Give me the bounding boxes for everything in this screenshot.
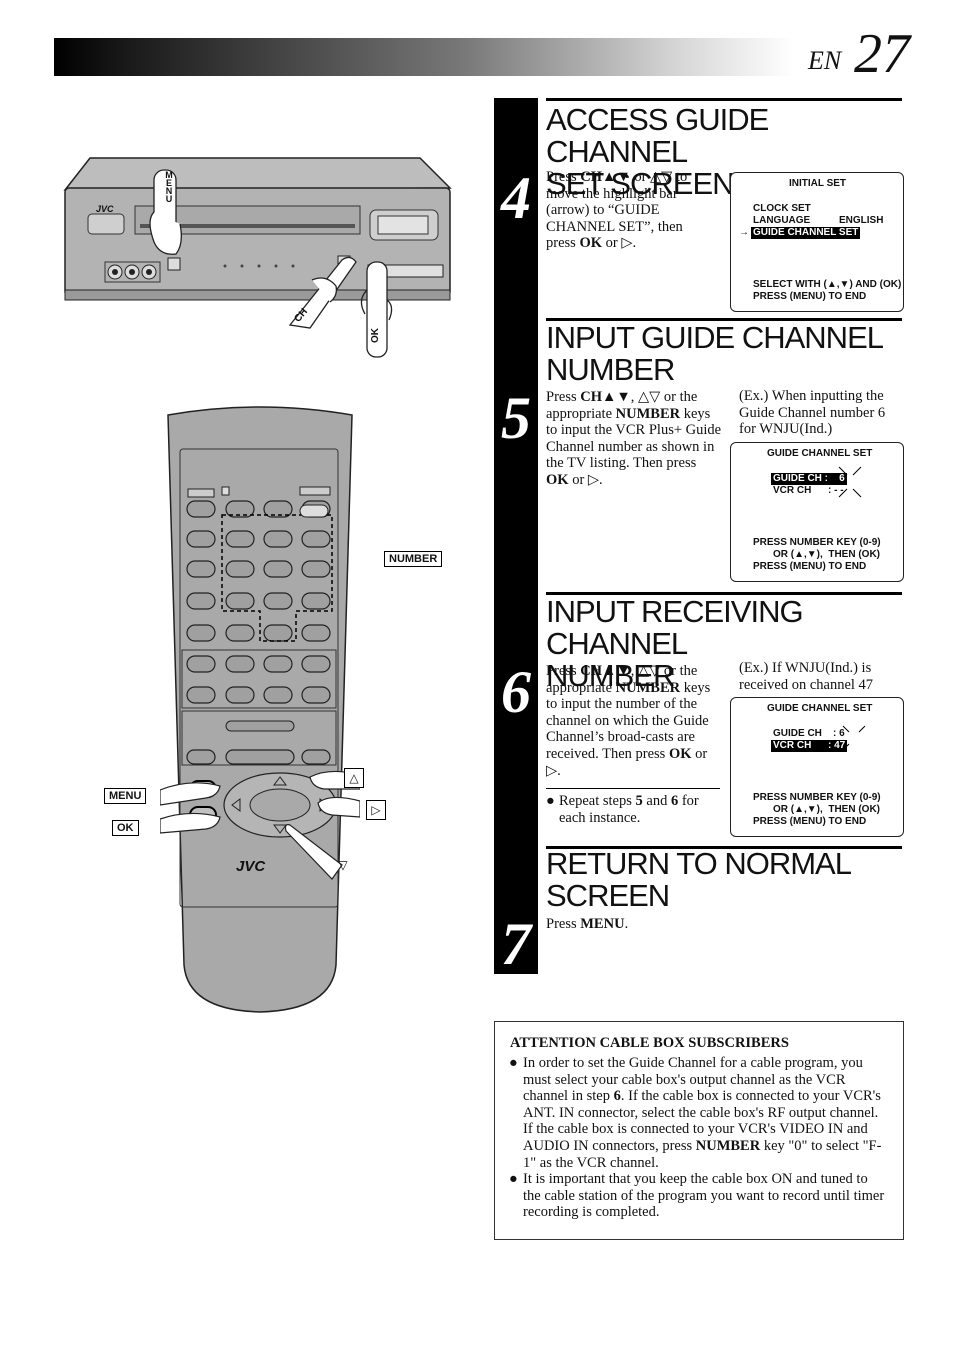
step6-text: Press CH▲▼, △▽ or the appropriate NUMBER… [546, 663, 711, 779]
attention-bullet-1: ● In order to set the Guide Channel for … [509, 1055, 882, 1171]
step-number-4: 4 [501, 165, 531, 231]
step-number-5: 5 [501, 385, 531, 451]
step6-note: ● Repeat steps 5 and 6 for each instance… [546, 793, 699, 826]
attention-bullet-2: ● It is important that you keep the cabl… [509, 1171, 885, 1221]
language-code: EN [808, 46, 842, 75]
header-gradient-bar [54, 38, 794, 76]
down-arrow-icon: ▽ [338, 858, 348, 872]
attention-heading: ATTENTION CABLE BOX SUBSCRIBERS [510, 1035, 789, 1051]
vcr-illustration [63, 157, 452, 358]
vcr-brand: JVC [96, 204, 114, 214]
step4-text: Press CH▲▼ or △▽ to move the highlight b… [546, 169, 688, 252]
attention-box: ATTENTION CABLE BOX SUBSCRIBERS ● In ord… [494, 1021, 904, 1240]
step-number-7: 7 [501, 911, 531, 977]
step4-osd-screen: INITIAL SET CLOCK SET LANGUAGE ENGLISH →… [730, 172, 904, 312]
step-number-6: 6 [501, 659, 531, 725]
page-number: 27 [854, 23, 910, 85]
step6-example: (Ex.) If WNJU(Ind.) is received on chann… [739, 660, 874, 693]
blink-indicator-icon [838, 466, 862, 498]
remote-ok-label: OK [112, 820, 139, 836]
vcr-menu-label: MENU [164, 170, 174, 202]
step5-example: (Ex.) When inputting the Guide Channel n… [739, 388, 886, 438]
step6-osd-screen: GUIDE CHANNEL SET GUIDE CH : 6 VCR CH : … [730, 697, 904, 837]
right-arrow-icon: ▷ [366, 800, 386, 820]
step-sidebar [494, 98, 538, 974]
step5-rule [546, 318, 902, 321]
step6-note-rule [546, 788, 720, 789]
remote-brand: JVC [236, 858, 266, 875]
remote-menu-label: MENU [104, 788, 147, 804]
step6-rule [546, 592, 902, 595]
step5-osd-screen: GUIDE CHANNEL SET GUIDE CH : 6 VCR CH : … [730, 442, 904, 582]
remote-number-label: NUMBER [384, 551, 443, 567]
step7-text: Press MENU. [546, 916, 629, 932]
step4-rule [546, 98, 902, 101]
step5-text: Press CH▲▼, △▽ or the appropriate NUMBER… [546, 389, 722, 488]
vcr-ok-label: OK [370, 328, 381, 343]
blink-indicator-icon [842, 725, 866, 751]
remote-illustration [160, 406, 360, 1013]
up-arrow-icon: △ [344, 768, 364, 788]
step7-rule [546, 846, 902, 849]
